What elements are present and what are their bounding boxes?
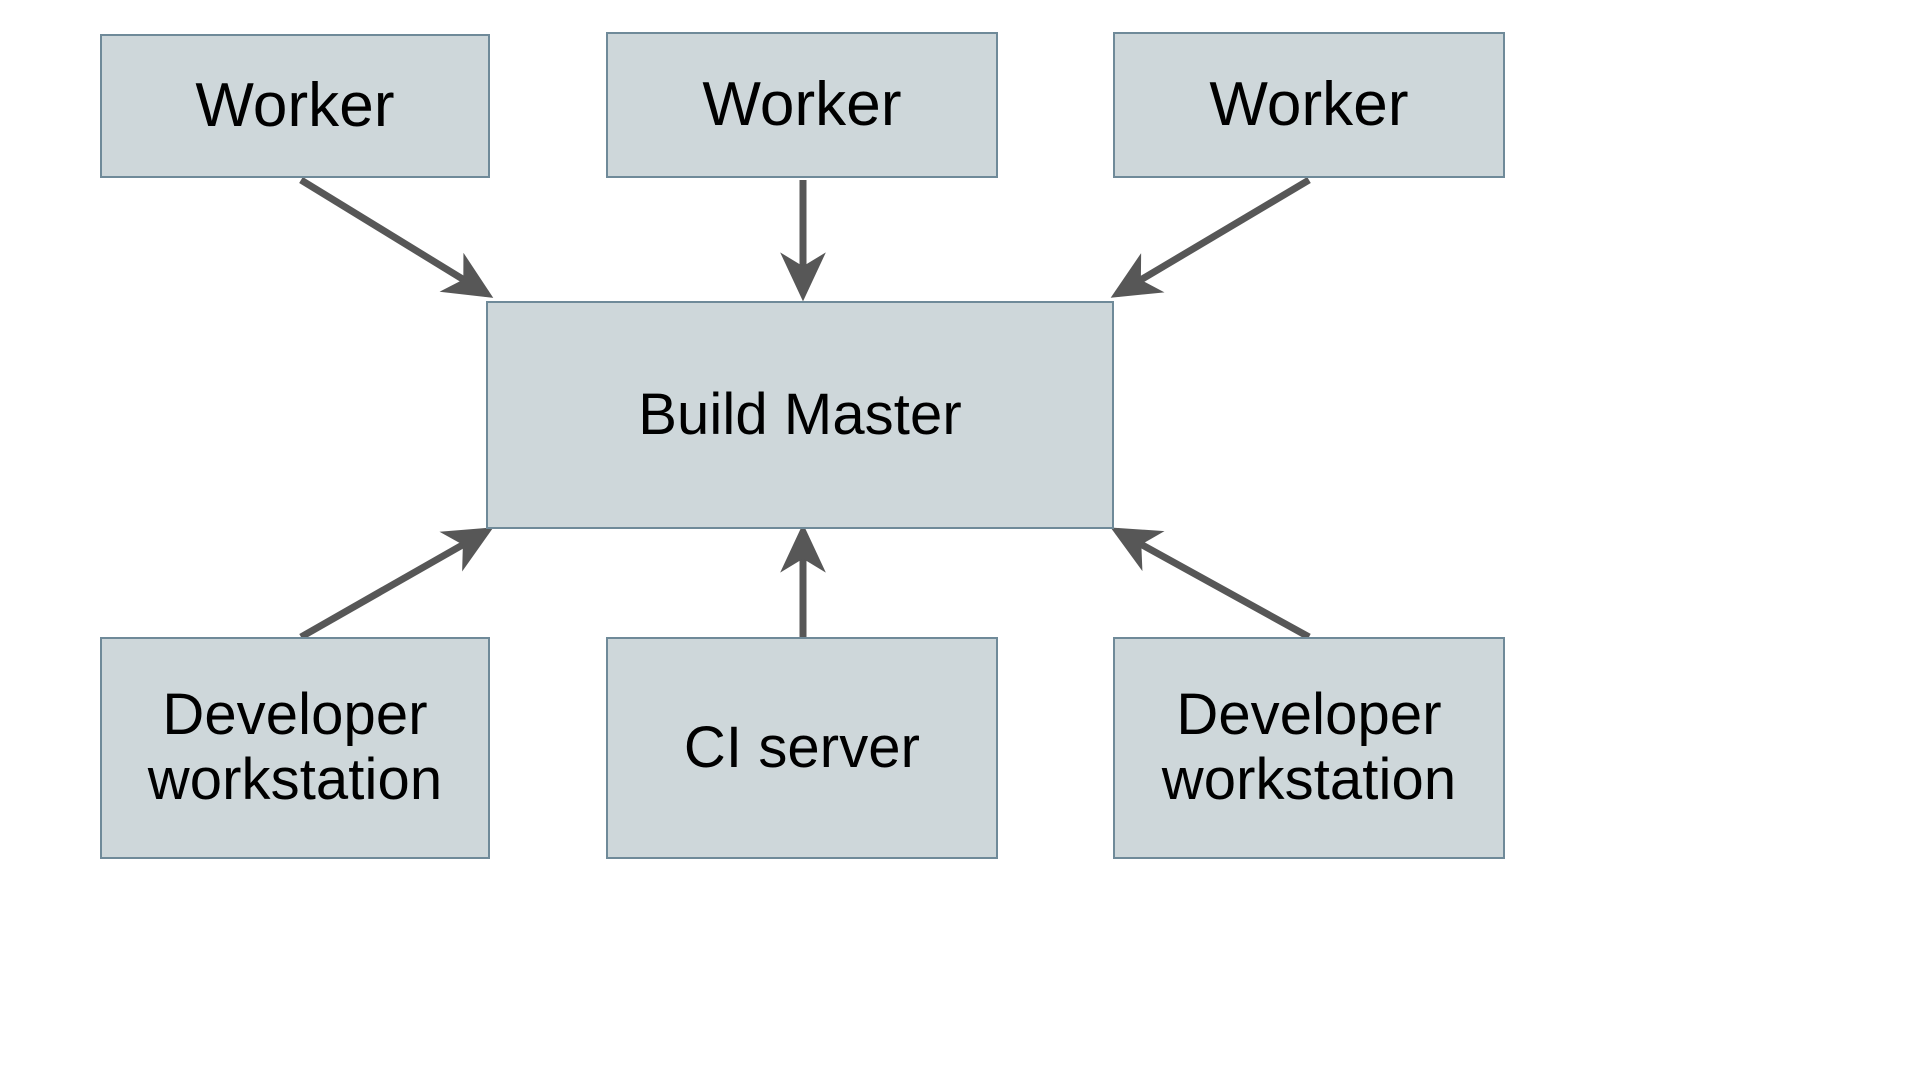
node-worker-1[interactable]: Worker [100, 34, 490, 178]
edge-dev-ws-left-to-build-master [299, 527, 494, 641]
edge-worker3-to-build-master [1110, 176, 1311, 298]
node-developer-workstation-right[interactable]: Developer workstation [1113, 637, 1505, 859]
node-ci-server[interactable]: CI server [606, 637, 998, 859]
node-label: Worker [1209, 70, 1409, 140]
edge-worker1-to-build-master [299, 177, 494, 298]
node-label: Worker [702, 70, 902, 140]
node-label: Developer workstation [147, 682, 443, 812]
node-worker-3[interactable]: Worker [1113, 32, 1505, 178]
node-label: Developer workstation [1161, 682, 1457, 812]
node-label: CI server [683, 714, 921, 780]
node-build-master[interactable]: Build Master [486, 301, 1114, 529]
node-developer-workstation-left[interactable]: Developer workstation [100, 637, 490, 859]
node-label: Build Master [638, 381, 962, 447]
node-label: Worker [195, 71, 395, 141]
edge-dev-ws-right-to-build-master [1110, 527, 1311, 641]
node-worker-2[interactable]: Worker [606, 32, 998, 178]
